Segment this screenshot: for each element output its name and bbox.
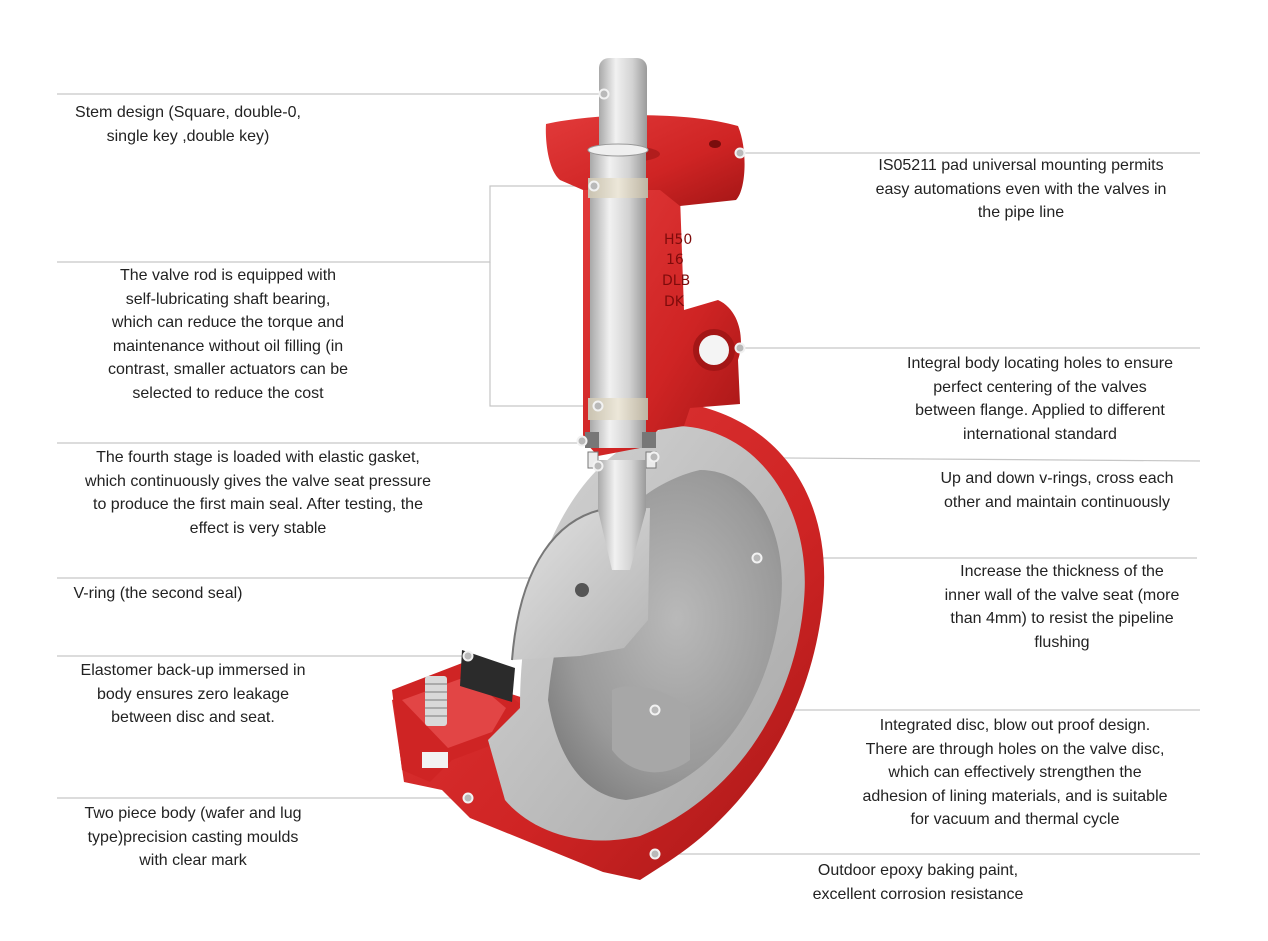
callout-seat-thickness: Increase the thickness of the inner wall… [944,563,1180,651]
callout-v-ring: V-ring (the second seal) [73,585,243,602]
lower-bushing [588,398,648,420]
valve-stem-top [599,58,647,158]
callout-locating-holes: Integral body locating holes to ensure p… [907,355,1173,443]
stud-bolt [422,676,448,768]
callout-integrated-disc: Integrated disc, blow out proof design. … [862,717,1168,828]
locating-hole [693,329,735,371]
casting-mark-0: H50 [664,232,692,248]
callout-iso-pad: IS05211 pad universal mounting permits e… [875,157,1167,221]
callout-two-piece-body: Two piece body (wafer and lug type)preci… [84,805,302,869]
callout-dots [462,88,763,860]
casting-mark-3: DK [664,294,685,310]
casting-mark-2: DLB [662,273,690,289]
upper-bushing [588,178,648,198]
callout-stem-design: Stem design (Square, double-0, single ke… [75,104,301,145]
elastomer-backup-block [460,650,515,702]
callout-fourth-stage: The fourth stage is loaded with elastic … [85,449,431,537]
callout-valve-rod: The valve rod is equipped with self-lubr… [107,267,349,402]
callout-elastomer: Elastomer back-up immersed in body ensur… [80,662,306,726]
casting-marks: H50 16 DLB DK [662,232,692,310]
callout-epoxy-paint: Outdoor epoxy baking paint, excellent co… [812,862,1024,903]
callout-up-down-rings: Up and down v-rings, cross each other an… [940,470,1174,511]
casting-mark-1: 16 [666,252,684,268]
disc-hub [612,686,690,773]
stem-taper [598,460,646,570]
